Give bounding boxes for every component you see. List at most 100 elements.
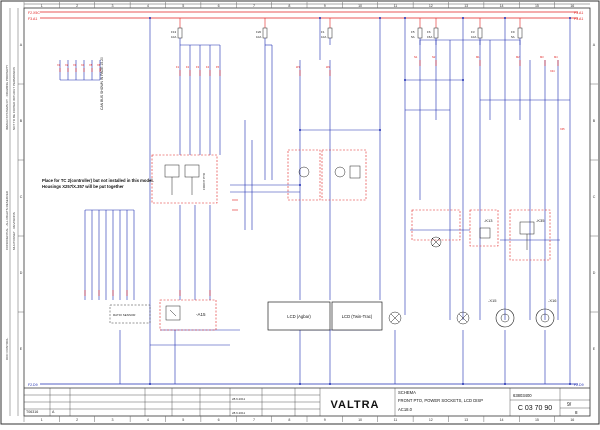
note-line-2: Housings X257/X.357 will be put together: [42, 184, 124, 189]
fuse-ref: F20: [256, 30, 262, 34]
column-label-top: 5: [182, 4, 184, 8]
svg-text:M1: M1: [476, 55, 480, 59]
fuse-rating: 10A: [471, 35, 476, 39]
column-label-top: 15: [535, 4, 539, 8]
column-label-top: 8: [288, 4, 290, 8]
fuse-ref: F9: [511, 30, 515, 34]
power-socket-x16: -X16: [535, 298, 557, 328]
fuse-ref: F13: [171, 30, 177, 34]
column-label-top: 3: [111, 4, 113, 8]
column-label-bottom: 16: [570, 418, 574, 422]
column-label-top: 4: [147, 4, 149, 8]
svg-text:DOC CONTROL: DOC CONTROL: [5, 338, 9, 360]
brand-logo: VALTRA: [331, 399, 380, 411]
svg-text:X45: X45: [560, 127, 565, 131]
a15-switch: -A15: [159, 299, 217, 331]
row-label-left: A: [20, 43, 23, 47]
socket-blocks: [287, 149, 551, 261]
row-label-right: D: [593, 271, 596, 275]
note-line-1: Place for TC 2(controller) but not insta…: [42, 178, 154, 183]
lamp-symbols: [388, 311, 470, 325]
rail-label-bottom-right: F2.D9: [574, 383, 584, 387]
svg-text:F3: F3: [196, 65, 200, 69]
drawing-title-1: FRONT PTO, POWER SOCKETS, LCD DISP: [398, 398, 483, 403]
row-label-left: E: [20, 347, 23, 351]
sheet-number: 9/: [567, 402, 572, 408]
x15-label: -X15: [488, 298, 497, 303]
svg-text:F5: F5: [216, 65, 220, 69]
ratio-sensor: RATIO SENSOR: [109, 304, 151, 324]
svg-text:W2: W2: [326, 65, 330, 69]
k13-label: -K13: [484, 218, 493, 223]
column-label-bottom: 12: [429, 418, 433, 422]
fuse-ref: F6: [427, 30, 431, 34]
row-label-left: C: [20, 195, 23, 199]
svg-text:F4: F4: [206, 65, 210, 69]
lcd-agbar-label: LCD (Agbar): [287, 314, 311, 319]
column-ticks: [23, 2, 555, 422]
date-2: 28.6.2011: [232, 411, 245, 415]
column-label-bottom: 11: [394, 418, 398, 422]
fuse-ref: F5: [411, 30, 415, 34]
fuse-body: [417, 27, 423, 39]
fuse-body: [433, 27, 439, 39]
column-label-bottom: 13: [464, 418, 468, 422]
row-label-left: B: [20, 119, 23, 123]
svg-text:M2: M2: [516, 55, 520, 59]
front-pto-block: FRONT PTO: [151, 154, 218, 204]
fuse-rating: 10A: [256, 35, 261, 39]
column-label-top: 10: [358, 4, 362, 8]
rail-label-bottom: F2.D9: [28, 383, 38, 387]
svg-text:NOT TO BE COPIED WITHOUT PERMI: NOT TO BE COPIED WITHOUT PERMISSION: [12, 67, 16, 130]
rail-label-top-right-1: F3.A1: [574, 11, 583, 15]
fuse-ref: F1: [321, 30, 325, 34]
column-label-bottom: 9: [324, 418, 326, 422]
column-label-top: 12: [429, 4, 433, 8]
fuse-ref: F3: [471, 30, 475, 34]
a15-label: -A15: [196, 312, 206, 317]
column-label-bottom: 7: [253, 418, 255, 422]
column-label-top: 13: [464, 4, 468, 8]
svg-text:X44: X44: [550, 69, 555, 73]
column-label-bottom: 3: [111, 418, 113, 422]
fuse-rating: 5A: [411, 35, 415, 39]
row-label-right: C: [593, 195, 596, 199]
fuse-body: [177, 27, 183, 39]
front-pto-label: FRONT PTO: [202, 172, 206, 190]
fuse-rating: 5A: [511, 35, 515, 39]
svg-text:M4: M4: [554, 55, 558, 59]
drawing-title-2: AC18.0: [398, 407, 413, 412]
can-bus-note: CAN BUS SHOWN IN PAGE 15.20: [100, 57, 104, 110]
column-label-top: 7: [253, 4, 255, 8]
svg-text:MUUTOKSET · REVISIONS: MUUTOKSET · REVISIONS: [12, 212, 16, 250]
svg-text:F1: F1: [176, 65, 180, 69]
svg-text:M3: M3: [540, 55, 544, 59]
x16-label: -X16: [548, 298, 557, 303]
fuse-body: [327, 27, 333, 39]
fuse-body: [477, 27, 483, 39]
row-label-right: B: [593, 119, 596, 123]
lcd-twin-label: LCD (Twin-Trac): [342, 314, 373, 319]
column-label-top: 2: [76, 4, 78, 8]
svg-text:X6: X6: [97, 63, 101, 67]
column-label-bottom: 1: [41, 418, 43, 422]
column-label-bottom: 5: [182, 418, 184, 422]
column-label-top: 11: [394, 4, 398, 8]
row-label-right: E: [593, 347, 596, 351]
fuse-body: [262, 27, 268, 39]
k35-label: -K35: [536, 218, 545, 223]
svg-text:N2: N2: [432, 55, 436, 59]
fuse-body: [517, 27, 523, 39]
svg-text:N1: N1: [414, 55, 418, 59]
junction-dots: [149, 17, 571, 385]
svg-text:X1: X1: [57, 63, 61, 67]
rail-label-top-2: F3.A1: [28, 17, 37, 21]
drawing-number: C 03 70 90: [518, 405, 552, 412]
svg-text:W1: W1: [296, 65, 300, 69]
